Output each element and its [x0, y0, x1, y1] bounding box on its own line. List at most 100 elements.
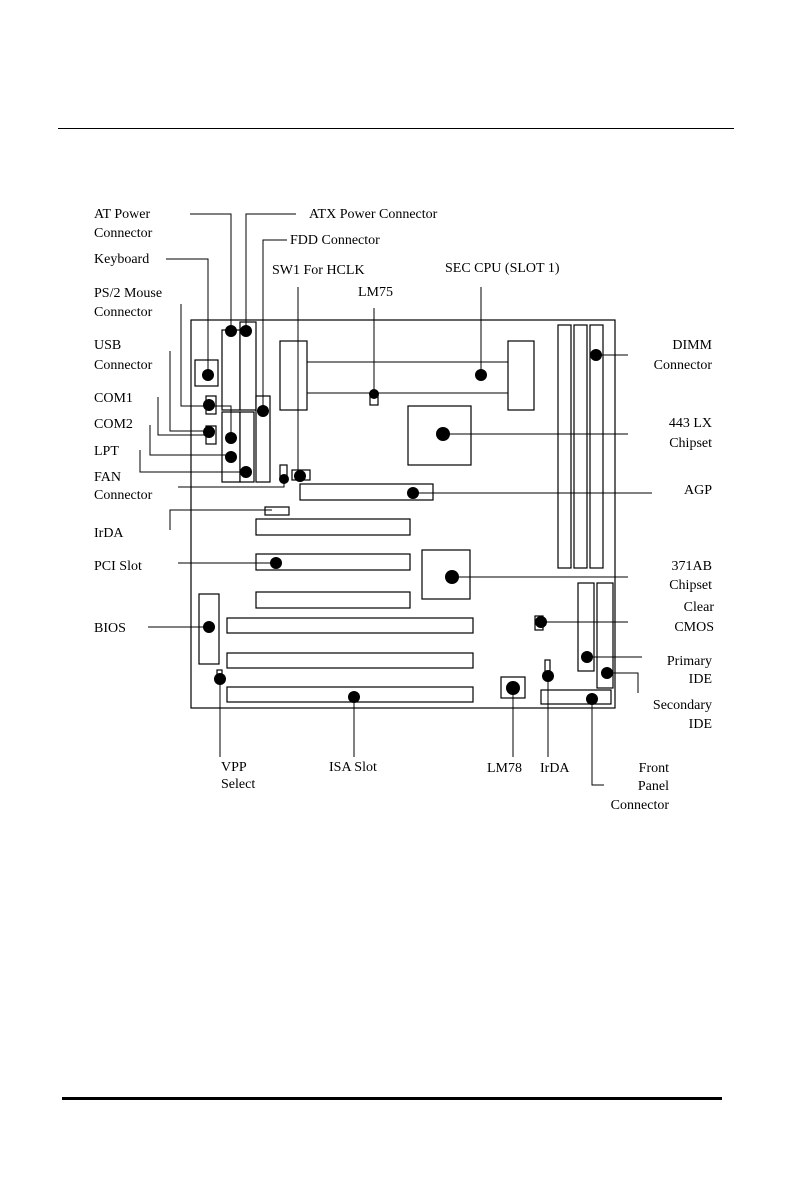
isa-slot-2 [226, 652, 474, 669]
label-dimm-1: DIMM [672, 338, 712, 353]
usb-leader [169, 351, 215, 432]
label-dimm-2: Connector [654, 358, 713, 373]
label-secondary-ide-1: Secondary [653, 698, 712, 713]
primary-ide-connector [577, 582, 595, 672]
label-lm78: LM78 [487, 761, 522, 776]
label-front-panel-2: Panel [638, 779, 669, 794]
sw1-marker [294, 470, 306, 482]
ps2-marker [203, 399, 215, 411]
secondary-ide-connector [596, 582, 614, 689]
at-power-leader [190, 213, 232, 331]
sec-cpu-marker [475, 369, 487, 381]
label-primary-ide-1: Primary [667, 654, 712, 669]
keyboard-leader [166, 258, 209, 375]
label-443lx-2: Chipset [669, 436, 712, 451]
front-panel-leader [591, 699, 604, 786]
label-front-panel-1: Front [639, 761, 669, 776]
atx-power-connector [239, 321, 257, 411]
cpu-slot-left-end [279, 340, 308, 411]
label-atx-power: ATX Power Connector [309, 207, 438, 222]
label-keyboard: Keyboard [94, 252, 149, 267]
atx-power-marker [240, 325, 252, 337]
front-panel-connector [540, 689, 612, 705]
label-ps2-1: PS/2 Mouse [94, 286, 162, 301]
keyboard-marker [202, 369, 214, 381]
label-bios: BIOS [94, 621, 126, 636]
dimm-slot-3 [589, 324, 604, 569]
pci-slot-3 [255, 591, 411, 609]
label-371ab-2: Chipset [669, 578, 712, 593]
label-at-power-2: Connector [94, 226, 153, 241]
bios-marker [203, 621, 215, 633]
label-lm75: LM75 [358, 285, 393, 300]
label-371ab-1: 371AB [672, 559, 712, 574]
label-sec-cpu: SEC CPU (SLOT 1) [445, 261, 560, 276]
dimm-slot-1 [557, 324, 572, 569]
fdd-leader [262, 239, 287, 411]
fdd-marker [257, 405, 269, 417]
label-sw1: SW1 For HCLK [272, 263, 365, 278]
label-secondary-ide-2: IDE [689, 717, 712, 732]
label-fan-2: Connector [94, 488, 153, 503]
label-clear-cmos-1: Clear [684, 600, 715, 615]
com2-marker [225, 451, 237, 463]
fan-marker [279, 474, 289, 484]
vpp-marker [214, 673, 226, 685]
label-pci: PCI Slot [94, 559, 142, 574]
irda-left-leader [169, 509, 272, 530]
agp-slot [299, 483, 434, 501]
label-lpt: LPT [94, 444, 119, 459]
label-irda-left: IrDA [94, 526, 124, 541]
label-443lx-1: 443 LX [669, 416, 712, 431]
chipset371-marker [445, 570, 459, 584]
bottom-rule [62, 1097, 722, 1100]
dimm-marker [590, 349, 602, 361]
top-rule [58, 128, 734, 129]
label-usb-2: Connector [94, 358, 153, 373]
label-vpp-1: VPP [221, 760, 247, 775]
primary-ide-marker [581, 651, 593, 663]
label-com1: COM1 [94, 391, 133, 406]
label-agp: AGP [684, 483, 712, 498]
irda-header-left [264, 506, 290, 516]
label-isa: ISA Slot [329, 760, 377, 775]
label-at-power-1: AT Power [94, 207, 150, 222]
pci-slot-1 [255, 518, 411, 536]
label-vpp-2: Select [221, 777, 255, 792]
com1-leader [157, 397, 206, 436]
isa-slot-1 [226, 617, 474, 634]
irda-bottom-marker [542, 670, 554, 682]
com1-marker [225, 432, 237, 444]
label-front-panel-3: Connector [611, 798, 670, 813]
usb-marker [203, 426, 215, 438]
lm78-marker [506, 681, 520, 695]
label-com2: COM2 [94, 417, 133, 432]
label-fan-1: FAN [94, 470, 121, 485]
lpt-marker [240, 466, 252, 478]
lpt-leader [139, 450, 246, 473]
label-irda-bottom: IrDA [540, 761, 570, 776]
cpu-slot-right-end [507, 340, 535, 411]
lpt-block [239, 411, 255, 483]
com2-leader [149, 425, 231, 456]
clear-cmos-marker [535, 616, 547, 628]
motherboard-outline [190, 319, 616, 709]
at-power-connector [221, 329, 241, 411]
dimm-slot-2 [573, 324, 588, 569]
front-panel-marker [586, 693, 598, 705]
label-usb-1: USB [94, 338, 121, 353]
at-power-marker [225, 325, 237, 337]
pci-marker [270, 557, 282, 569]
chipset443-marker [436, 427, 450, 441]
label-primary-ide-2: IDE [689, 672, 712, 687]
lm75-marker [369, 389, 379, 399]
secondary-ide-marker [601, 667, 613, 679]
isa-marker [348, 691, 360, 703]
secondary-ide-leader [607, 672, 639, 693]
label-clear-cmos-2: CMOS [674, 620, 714, 635]
pci-slot-2 [255, 553, 411, 571]
atx-power-leader [245, 213, 296, 331]
agp-marker [407, 487, 419, 499]
label-ps2-2: Connector [94, 305, 153, 320]
